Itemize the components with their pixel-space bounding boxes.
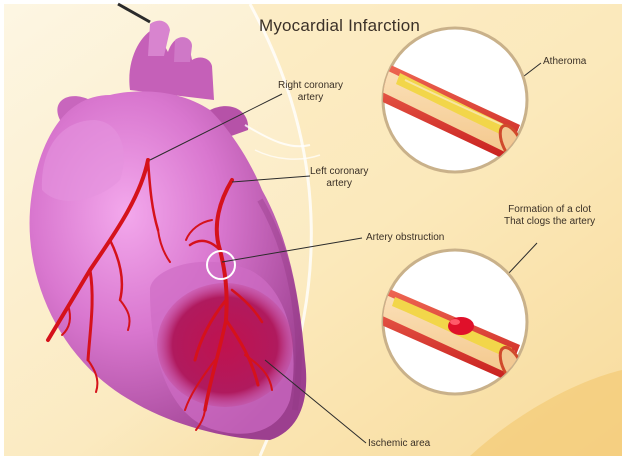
label-ischemic-area: Ischemic area	[368, 438, 430, 450]
diagram-title: Myocardial Infarction	[0, 16, 629, 36]
label-right-coronary-artery: Right coronary artery	[278, 80, 343, 104]
label-clot: Formation of a clot That clogs the arter…	[504, 204, 595, 228]
label-left-coronary-line1: Left coronary	[310, 166, 368, 178]
label-left-coronary-artery: Left coronary artery	[310, 166, 368, 190]
label-artery-obstruction: Artery obstruction	[366, 232, 444, 244]
label-left-coronary-line2: artery	[310, 178, 368, 190]
label-clot-line2: That clogs the artery	[504, 216, 595, 228]
label-atheroma: Atheroma	[543, 56, 586, 68]
label-clot-line1: Formation of a clot	[504, 204, 595, 216]
label-right-coronary-line1: Right coronary	[278, 80, 343, 92]
label-right-coronary-line2: artery	[278, 92, 343, 104]
